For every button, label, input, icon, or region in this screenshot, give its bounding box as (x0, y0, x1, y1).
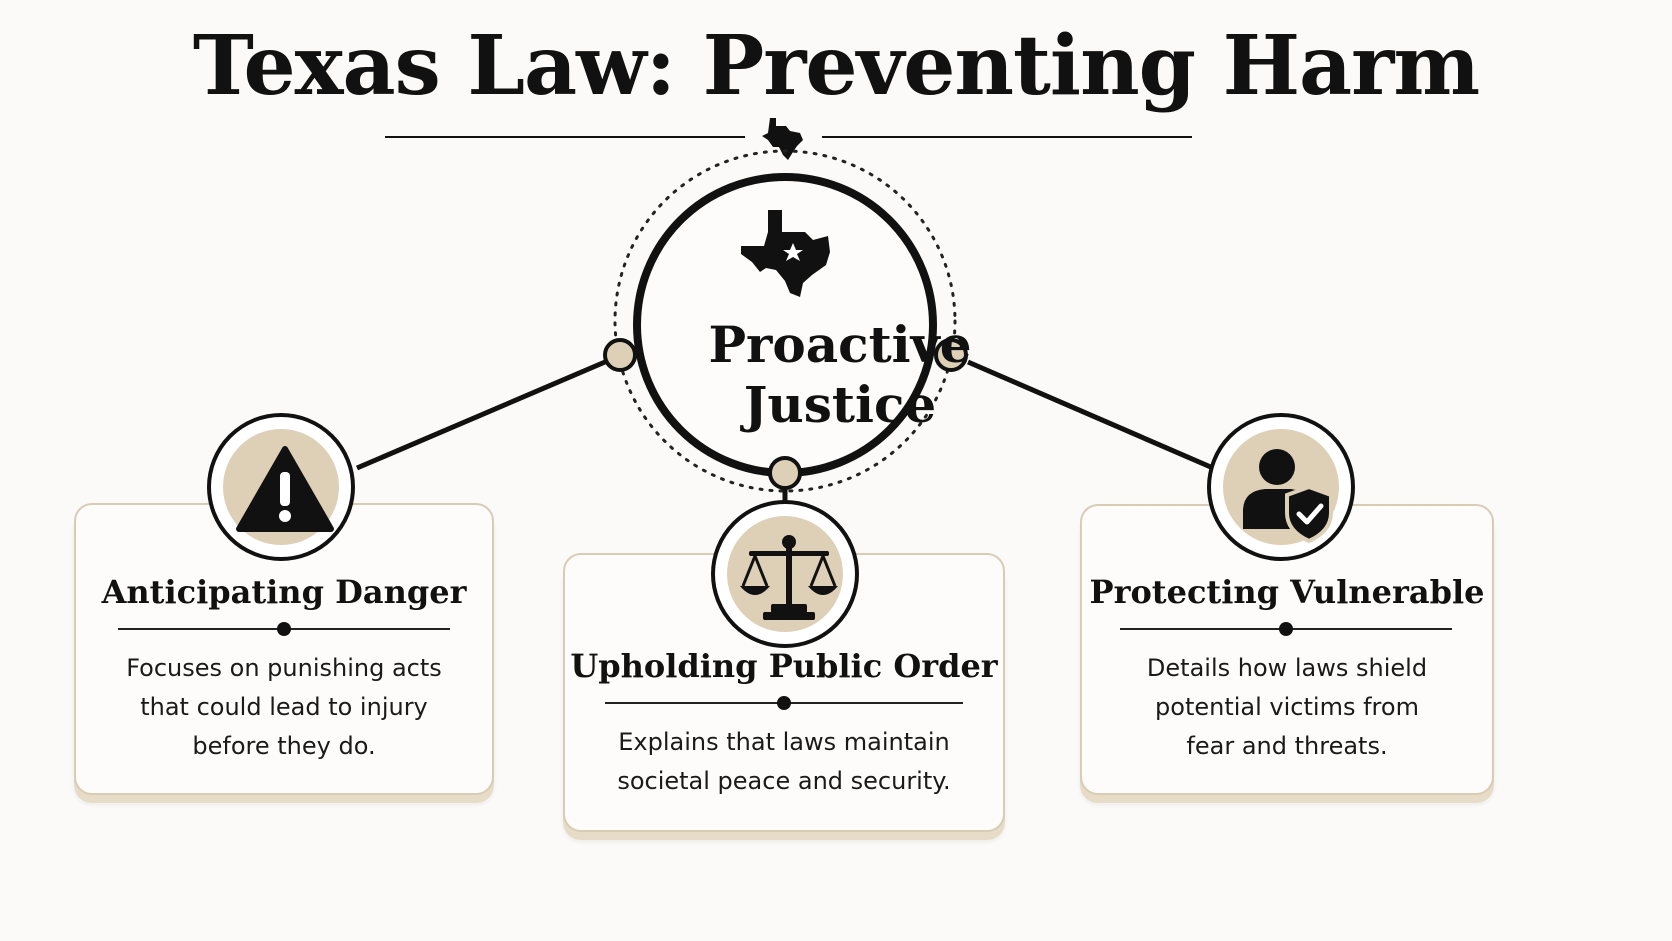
card-title: Protecting Vulnerable (1089, 573, 1485, 611)
card-description: Details how laws shield potential victim… (1082, 649, 1492, 766)
node-right (934, 338, 968, 372)
connector-left (356, 359, 606, 471)
star-icon (783, 243, 803, 261)
center-dotted-ring (613, 149, 957, 493)
center-label-line2: Justice (743, 375, 937, 434)
card-description-line: before they do. (192, 732, 376, 760)
warning-icon-badge (207, 413, 355, 561)
card-description: Focuses on punishing acts that could lea… (76, 649, 492, 766)
card-divider (1120, 622, 1452, 636)
node-left (603, 338, 637, 372)
page-title: Texas Law: Preventing Harm (192, 18, 1480, 114)
card-description-line: potential victims from (1155, 693, 1419, 721)
card-title: Anticipating Danger (101, 573, 467, 611)
warning-icon (236, 446, 334, 532)
card-description-line: that could lead to injury (140, 693, 428, 721)
card-divider (118, 622, 450, 636)
card-description: Explains that laws maintain societal pea… (565, 723, 1003, 801)
texas-icon (741, 210, 830, 297)
node-bottom (768, 456, 802, 490)
scales-of-justice-icon (740, 535, 838, 620)
person-shield-icon-badge (1207, 413, 1355, 561)
divider-dot (777, 696, 791, 710)
connector-right (967, 359, 1214, 471)
card-divider (605, 696, 963, 710)
center-label-line1: Proactive (708, 315, 972, 374)
scales-icon-badge (711, 500, 859, 648)
texas-divider-icon (762, 118, 803, 160)
card-description-line: fear and threats. (1186, 732, 1388, 760)
card-description-line: societal peace and security. (617, 767, 951, 795)
card-description-line: Details how laws shield (1146, 654, 1428, 682)
divider-dot (1279, 622, 1293, 636)
card-description-line: Focuses on punishing acts (126, 654, 442, 682)
center-label: Proactive Justice (640, 315, 1040, 435)
person-shield-icon (1243, 449, 1333, 544)
divider-dot (277, 622, 291, 636)
card-title: Upholding Public Order (570, 647, 998, 685)
card-description-line: Explains that laws maintain (618, 728, 950, 756)
